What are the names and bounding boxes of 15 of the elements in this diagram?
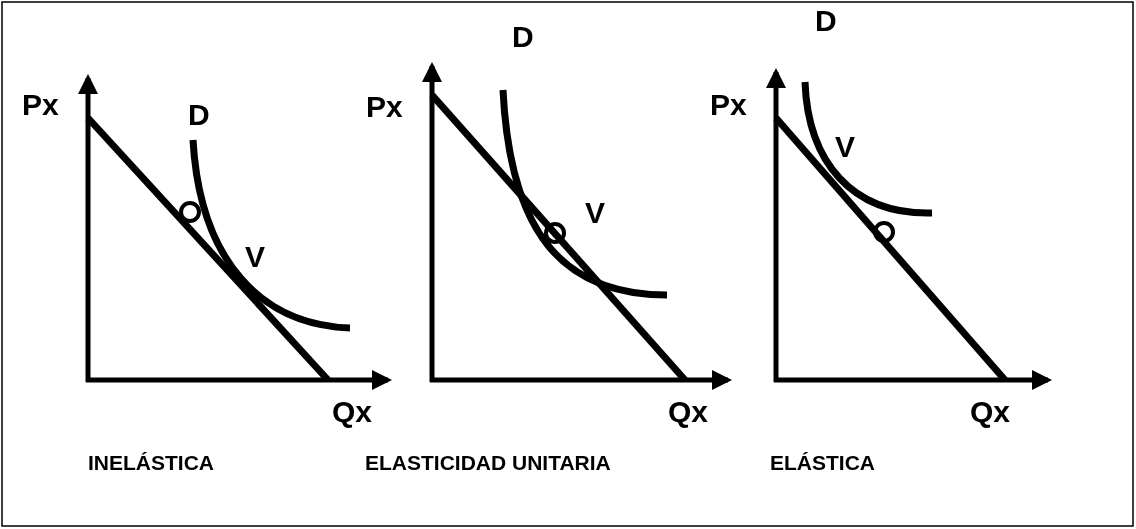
axis-label: Px (366, 92, 403, 122)
axis-label: Qx (332, 397, 373, 427)
panel-caption: INELÁSTICA (88, 452, 214, 473)
curve-label: D (512, 22, 534, 52)
axis-label: Px (710, 90, 747, 120)
curve-label: D (188, 100, 210, 130)
axis-label: Qx (970, 397, 1011, 427)
axis-label: Qx (668, 397, 709, 427)
curve-label: D (815, 6, 837, 36)
point-label: V (245, 242, 265, 272)
panel-caption: ELASTICIDAD UNITARIA (365, 452, 611, 473)
axis-label: Px (22, 90, 59, 120)
point-label: V (585, 198, 605, 228)
panel-caption: ELÁSTICA (770, 452, 875, 473)
point-label: V (835, 132, 855, 162)
